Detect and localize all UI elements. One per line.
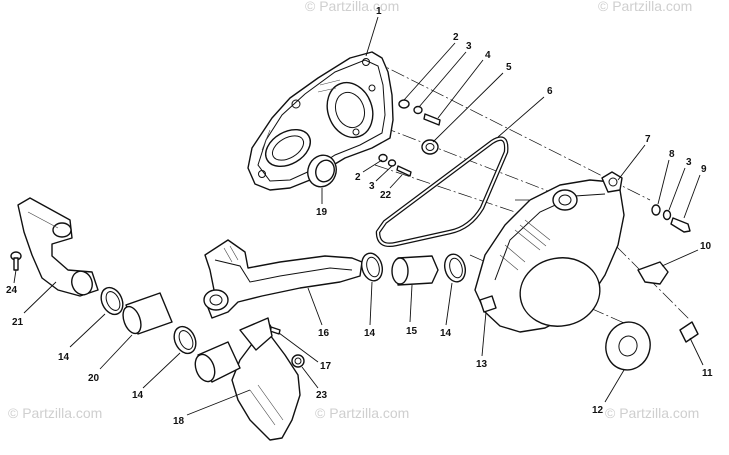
- callout-16: 16: [318, 328, 330, 339]
- watermark-top-center-text: © Partzilla.com: [305, 0, 399, 14]
- hose-clamp-14-a: [360, 252, 384, 282]
- callout-9: 9: [701, 164, 707, 175]
- callout-3-right: 3: [686, 157, 692, 168]
- callout-13: 13: [476, 359, 488, 370]
- callout-5: 5: [506, 62, 512, 73]
- callout-3-upper: 3: [466, 41, 472, 52]
- callout-7: 7: [645, 134, 651, 145]
- hose-clamp-14-b: [443, 253, 467, 283]
- watermark-bottom-center: © Partzilla.com: [315, 405, 409, 421]
- callout-10: 10: [700, 241, 712, 252]
- hose-clamp-14-c: [100, 286, 124, 316]
- callout-14-duct-right: 14: [440, 328, 452, 339]
- callout-labels: 1 2 3 4 5 6 2 3 22 19 7 8 3 9 10 11 12 1…: [6, 6, 713, 427]
- screw-part-24: [10, 251, 22, 271]
- duct-sleeve-part-15: [391, 255, 439, 286]
- callout-19: 19: [316, 207, 328, 218]
- watermark-bottom-right: © Partzilla.com: [605, 405, 699, 421]
- callout-3-lower: 3: [369, 181, 375, 192]
- callout-6: 6: [547, 86, 553, 97]
- callout-11: 11: [702, 368, 713, 379]
- coupler-part-20: [122, 292, 173, 335]
- callout-23: 23: [316, 390, 328, 401]
- watermark-top-right-text: © Partzilla.com: [598, 0, 692, 14]
- hose-clamp-14-d: [173, 325, 197, 355]
- watermark-bottom-left-text: © Partzilla.com: [8, 405, 102, 421]
- lower-duct-part-18: [194, 317, 301, 441]
- fasteners-upper: [398, 99, 441, 155]
- callout-15: 15: [406, 326, 418, 337]
- gasket-part-12: [605, 321, 651, 371]
- callout-17: 17: [320, 361, 332, 372]
- callout-4: 4: [485, 50, 491, 61]
- label-part-11: [679, 321, 699, 343]
- callout-14-left: 14: [58, 352, 70, 363]
- callout-14-lower: 14: [132, 390, 144, 401]
- intake-elbow-part-21: [17, 197, 99, 297]
- watermark-bottom-center-text: © Partzilla.com: [315, 405, 409, 421]
- callout-18: 18: [173, 416, 185, 427]
- fasteners-outer: [651, 204, 691, 233]
- callout-8: 8: [669, 149, 675, 160]
- watermark-top-center: © Partzilla.com: [305, 0, 399, 14]
- callout-22: 22: [380, 190, 392, 201]
- outer-clutch-cover: [474, 171, 625, 333]
- inner-clutch-cover: [247, 51, 394, 191]
- callout-20: 20: [88, 373, 100, 384]
- callout-1: 1: [376, 6, 382, 17]
- drive-belt: [375, 136, 509, 247]
- callout-12: 12: [592, 405, 604, 416]
- callout-2-upper: 2: [453, 32, 459, 43]
- seal-part-19: [307, 154, 337, 188]
- watermark-bottom-right-text: © Partzilla.com: [605, 405, 699, 421]
- leader-lines: [13, 16, 704, 416]
- grommet-part-23: [291, 354, 305, 368]
- fasteners-lower: [378, 153, 412, 177]
- callout-14-duct-left: 14: [364, 328, 376, 339]
- callout-2-lower: 2: [355, 172, 361, 183]
- callout-24: 24: [6, 285, 18, 296]
- callout-21: 21: [12, 317, 24, 328]
- watermark-top-right: © Partzilla.com: [598, 0, 692, 14]
- decal-part-10: [637, 261, 669, 285]
- air-duct-part-16: [203, 239, 363, 319]
- watermark-bottom-left: © Partzilla.com: [8, 405, 102, 421]
